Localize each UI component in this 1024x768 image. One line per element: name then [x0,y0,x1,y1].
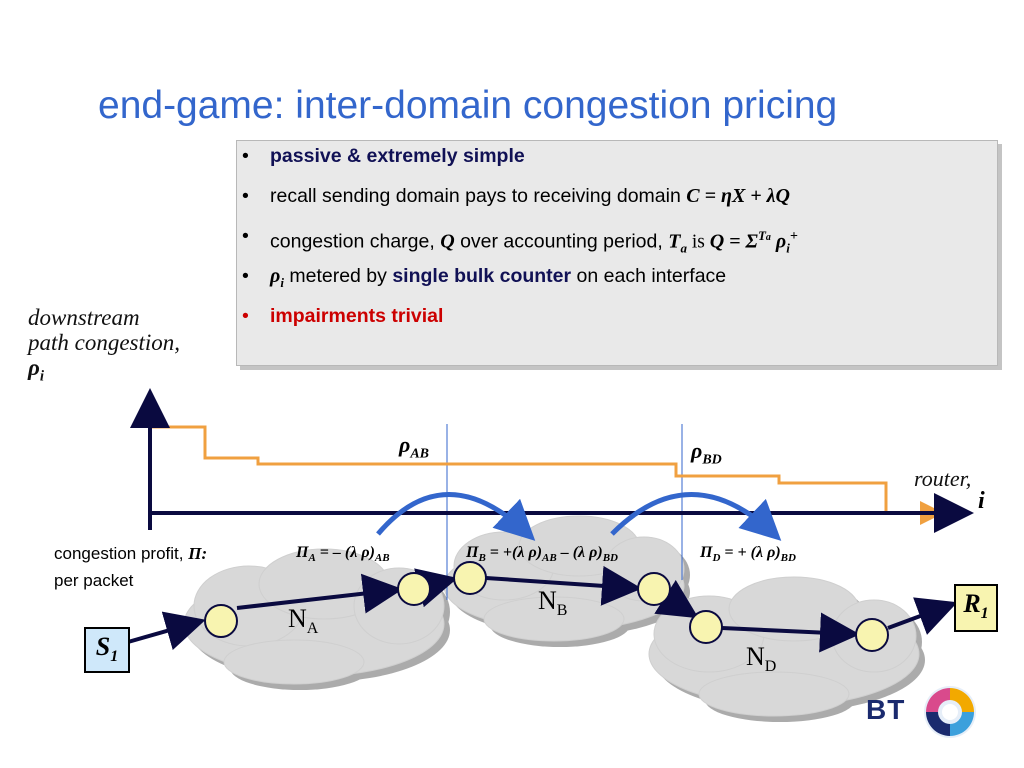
x-axis-index-label: i [978,488,985,514]
bullet-list: •passive & extremely simple •recall send… [238,143,798,343]
bullet-item: •ρi metered by single bulk counter on ea… [242,265,727,290]
payment-arrow-bd [610,492,782,541]
congestion-step-line [151,425,944,525]
link-s1-na [127,611,206,651]
bullet-text: congestion charge, [270,230,441,253]
bullet-item: •congestion charge, Q over accounting pe… [242,225,798,256]
rho-bd-label: ρBD [691,438,722,468]
bullet-text: recall sending domain pays to receiving … [270,185,687,207]
link-na-internal [236,573,403,614]
profit-equation-a: ΠA = – (λ ρ)AB [296,544,390,565]
rho-ab-label: ρAB [399,432,430,462]
bullet-item: •recall sending domain pays to receiving… [242,185,791,207]
router-node [397,572,431,606]
x-axis-label: router, [914,466,972,491]
bullet-text: passive & extremely simple [270,145,525,167]
link-nb-internal [485,565,642,606]
q-equation: Q = Σ [709,230,758,253]
domain-label-nd: ND [746,642,777,676]
bullet-item: •impairments trivial [242,305,444,327]
router-node [637,572,671,606]
link-nb-nd [654,579,699,619]
router-node [453,561,487,595]
domain-label-na: NA [288,604,319,638]
bt-logo-text: BT [866,694,906,725]
slide-title: end-game: inter-domain congestion pricin… [98,84,838,127]
link-na-nb [414,568,458,608]
profit-label: congestion profit, Π: per packet [54,544,208,590]
payment-arrow-ab [376,492,536,541]
router-node [204,604,238,638]
link-nd-r1 [887,597,958,635]
router-node [689,610,723,644]
bullet-item: •passive & extremely simple [242,145,525,167]
source-s1-box: S1 [84,627,130,673]
bullet-text: impairments trivial [270,305,444,327]
charge-equation: C = ηX + λQ [686,185,791,207]
bt-globe-icon [924,686,976,738]
bullet-box [236,140,998,366]
router-node [855,618,889,652]
link-nd-internal [721,612,860,653]
y-axis-label: downstream path congestion, ρi [28,305,181,385]
profit-equation-b: ΠB = +(λ ρ)AB – (λ ρ)BD [466,544,618,565]
domain-label-nb: NB [538,586,568,620]
profit-equation-d: ΠD = + (λ ρ)BD [700,544,796,565]
receiver-r1-box: R1 [954,584,998,632]
